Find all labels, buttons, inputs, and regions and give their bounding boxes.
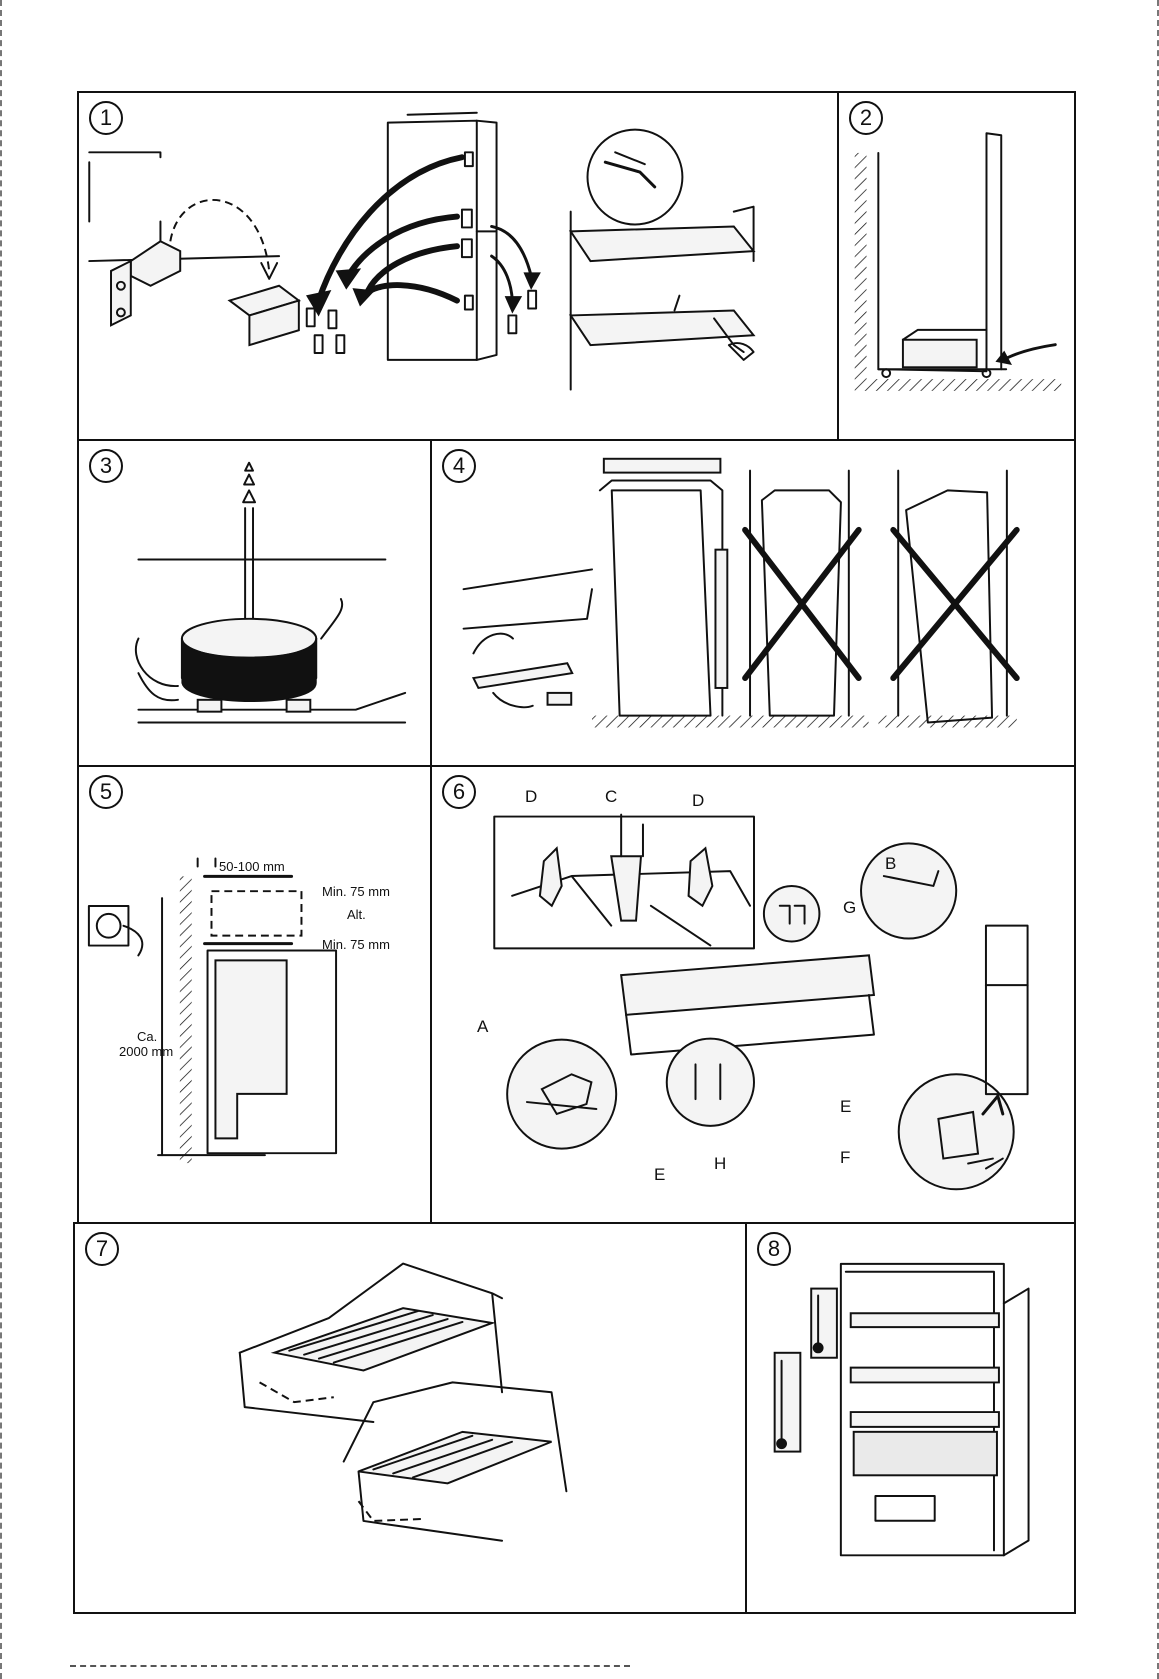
panel-7: 7 [73, 1222, 747, 1614]
height-label-mm: 2000 mm [119, 1044, 173, 1059]
bottom-rule [70, 1665, 630, 1667]
shelf-adjustment-illustration [75, 1224, 745, 1612]
label-h: H [714, 1154, 726, 1174]
panel-8: 8 [745, 1222, 1076, 1614]
alt-label: Alt. [347, 907, 366, 922]
label-e-right: E [840, 1097, 851, 1117]
panel-2: 2 [837, 91, 1076, 441]
label-a: A [477, 1017, 488, 1037]
label-b: B [885, 854, 896, 874]
panel-6: 6 A B C D D E E F G H [430, 765, 1076, 1224]
bottom-clearance-label: Min. 75 mm [322, 937, 390, 952]
leveling-illustration [432, 441, 1074, 765]
page-edge-left [0, 0, 4, 1679]
panel-5: 5 50-100 mm Min. 75 mm Alt. Min. 75 mm C… [77, 765, 432, 1224]
label-c: C [605, 787, 617, 807]
temperature-zones-illustration [747, 1224, 1074, 1612]
top-clearance-label: Min. 75 mm [322, 884, 390, 899]
gap-dimension-label: 50-100 mm [219, 859, 285, 874]
height-label-ca: Ca. [137, 1029, 157, 1044]
door-handle-removal-illustration [79, 93, 837, 439]
label-f: F [840, 1148, 850, 1168]
label-d-left: D [525, 787, 537, 807]
door-reversal-illustration [432, 767, 1074, 1222]
panel-4: 4 [430, 439, 1076, 767]
label-d-right: D [692, 791, 704, 811]
label-g: G [843, 898, 856, 918]
panel-3: 3 [77, 439, 432, 767]
transport-block-removal-illustration [839, 93, 1074, 439]
label-e-left: E [654, 1165, 665, 1185]
page-edge-right [1155, 0, 1159, 1679]
compressor-oil-illustration [79, 441, 430, 765]
ventilation-clearance-illustration [79, 767, 430, 1222]
panel-1: 1 [77, 91, 839, 441]
